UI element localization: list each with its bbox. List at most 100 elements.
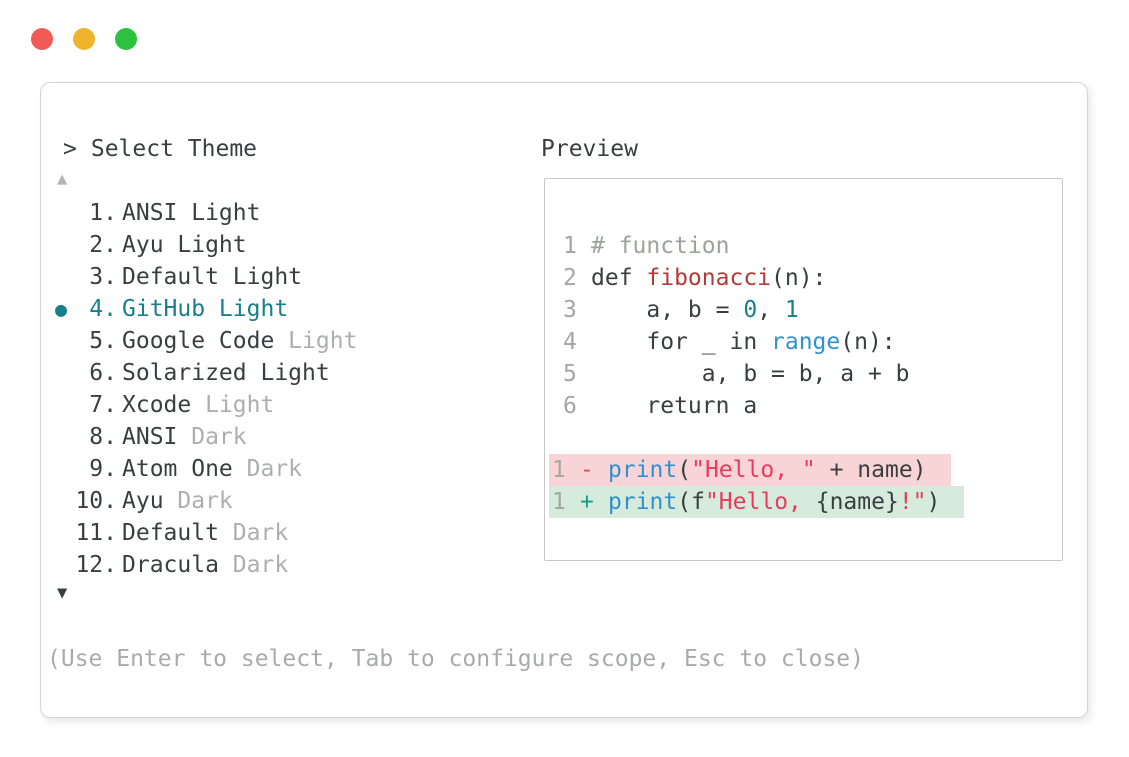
theme-item-variant: Dark [218, 552, 289, 578]
theme-item-number: 7. [89, 392, 117, 418]
token-plain: a, b = [591, 297, 744, 323]
theme-list-item[interactable]: 1.ANSI Light [41, 197, 511, 229]
theme-item-name: Solarized Light [122, 360, 330, 386]
token-plain: ) [926, 489, 941, 515]
code-line: 5 a, b = b, a + b [563, 358, 1062, 390]
theme-list-item[interactable]: 2.Ayu Light [41, 229, 511, 261]
theme-item-number: 5. [89, 328, 117, 354]
code-text: a, b = 0, 1 [591, 294, 799, 326]
theme-item-number: 11. [75, 520, 117, 546]
theme-item-name: Dracula [122, 552, 219, 578]
code-line: 1 # function [563, 230, 1062, 262]
theme-item-number: 1. [89, 200, 117, 226]
theme-item-name: Google Code [122, 328, 275, 354]
token-plain: (n): [771, 265, 827, 291]
line-number: 4 [563, 329, 577, 355]
selected-bullet: ● [54, 297, 68, 321]
theme-item-name: Default [122, 520, 219, 546]
theme-item-name: ANSI [122, 424, 178, 450]
line-number: 1 [552, 489, 566, 515]
token-string: "Hello, [704, 489, 816, 515]
token-plain: def [591, 265, 647, 291]
theme-item-name: GitHub Light [122, 296, 289, 322]
close-button[interactable] [31, 28, 53, 50]
line-number: 6 [563, 393, 577, 419]
code-line: 2 def fibonacci(n): [563, 262, 1062, 294]
code-line: 4 for _ in range(n): [563, 326, 1062, 358]
scroll-down-indicator[interactable]: ▼ [57, 583, 68, 603]
token-plain: return a [591, 393, 758, 419]
diff-removed-sign: - [580, 457, 594, 483]
theme-item-number: 10. [75, 488, 117, 514]
line-number: 1 [563, 233, 577, 259]
token-plain: (f [677, 489, 705, 515]
diff-added-sign: + [580, 489, 594, 515]
select-theme-header: > Select Theme [63, 133, 257, 165]
code-text: print(f"Hello, {name}!") [608, 486, 940, 518]
theme-item-name: Xcode [122, 392, 192, 418]
prompt-chevron: > [63, 136, 77, 162]
blank-line [563, 422, 1062, 454]
theme-item-number: 6. [89, 360, 117, 386]
minimize-button[interactable] [73, 28, 95, 50]
theme-item-name: Default Light [122, 264, 303, 290]
theme-item-variant: Dark [218, 520, 289, 546]
theme-list-item[interactable]: 11.Default Dark [41, 517, 511, 549]
line-number: 1 [552, 457, 566, 483]
code-text: # function [591, 230, 729, 262]
scroll-up-indicator[interactable]: ▲ [57, 169, 68, 189]
token-plain: , [757, 297, 785, 323]
theme-item-number: 12. [75, 552, 117, 578]
theme-item-variant: Dark [163, 488, 233, 514]
theme-list-item[interactable]: 5.Google Code Light [41, 325, 511, 357]
theme-list-item[interactable]: 3.Default Light [41, 261, 511, 293]
theme-list-item[interactable]: 9.Atom One Dark [41, 453, 511, 485]
theme-item-number: 3. [89, 264, 117, 290]
line-number: 5 [563, 361, 577, 387]
page-title: Select Theme [90, 136, 258, 162]
zoom-button[interactable] [115, 28, 137, 50]
theme-item-variant: Light [274, 328, 358, 354]
line-number: 3 [563, 297, 577, 323]
theme-list-item[interactable]: 8.ANSI Dark [41, 421, 511, 453]
diff-line-removed: 1-print("Hello, " + name) [549, 454, 951, 486]
theme-item-name: Ayu [122, 488, 164, 514]
token-plain: (n): [840, 329, 896, 355]
theme-list-item[interactable]: 10.Ayu Dark [41, 485, 511, 517]
theme-list-item[interactable]: 6.Solarized Light [41, 357, 511, 389]
token-builtin: print [608, 457, 678, 483]
theme-item-number: 4. [89, 296, 117, 322]
code-text: a, b = b, a + b [591, 358, 910, 390]
token-number: 1 [784, 297, 799, 323]
preview-header: Preview [541, 136, 638, 162]
code-text: def fibonacci(n): [591, 262, 826, 294]
theme-list-item[interactable]: 12.Dracula Dark [41, 549, 511, 581]
code-text: print("Hello, " + name) [608, 454, 927, 486]
theme-list-item[interactable]: 7.Xcode Light [41, 389, 511, 421]
token-string: !" [898, 489, 927, 515]
theme-item-name: Ayu Light [122, 232, 247, 258]
theme-item-name: ANSI Light [122, 200, 261, 226]
line-number: 2 [563, 265, 577, 291]
code-line: 3 a, b = 0, 1 [563, 294, 1062, 326]
theme-item-variant: Dark [232, 456, 303, 482]
code-text: return a [591, 390, 757, 422]
token-plain: ( [677, 457, 692, 483]
code-line: 6 return a [563, 390, 1062, 422]
theme-item-variant: Light [191, 392, 275, 418]
theme-item-number: 2. [89, 232, 117, 258]
theme-item-name: Atom One [122, 456, 233, 482]
diff-line-added: 1 + print(f"Hello, {name}!") [549, 486, 965, 518]
window-controls [31, 28, 137, 50]
code-text: for _ in range(n): [591, 326, 896, 358]
theme-item-variant: Dark [177, 424, 247, 450]
token-plain: a, b = b, a + b [591, 361, 910, 387]
footer-hint: (Use Enter to select, Tab to configure s… [47, 646, 864, 672]
theme-list-item[interactable]: ● 4.GitHub Light [41, 293, 511, 325]
token-plain: {name} [815, 489, 899, 515]
token-string: "Hello, " [691, 457, 816, 483]
